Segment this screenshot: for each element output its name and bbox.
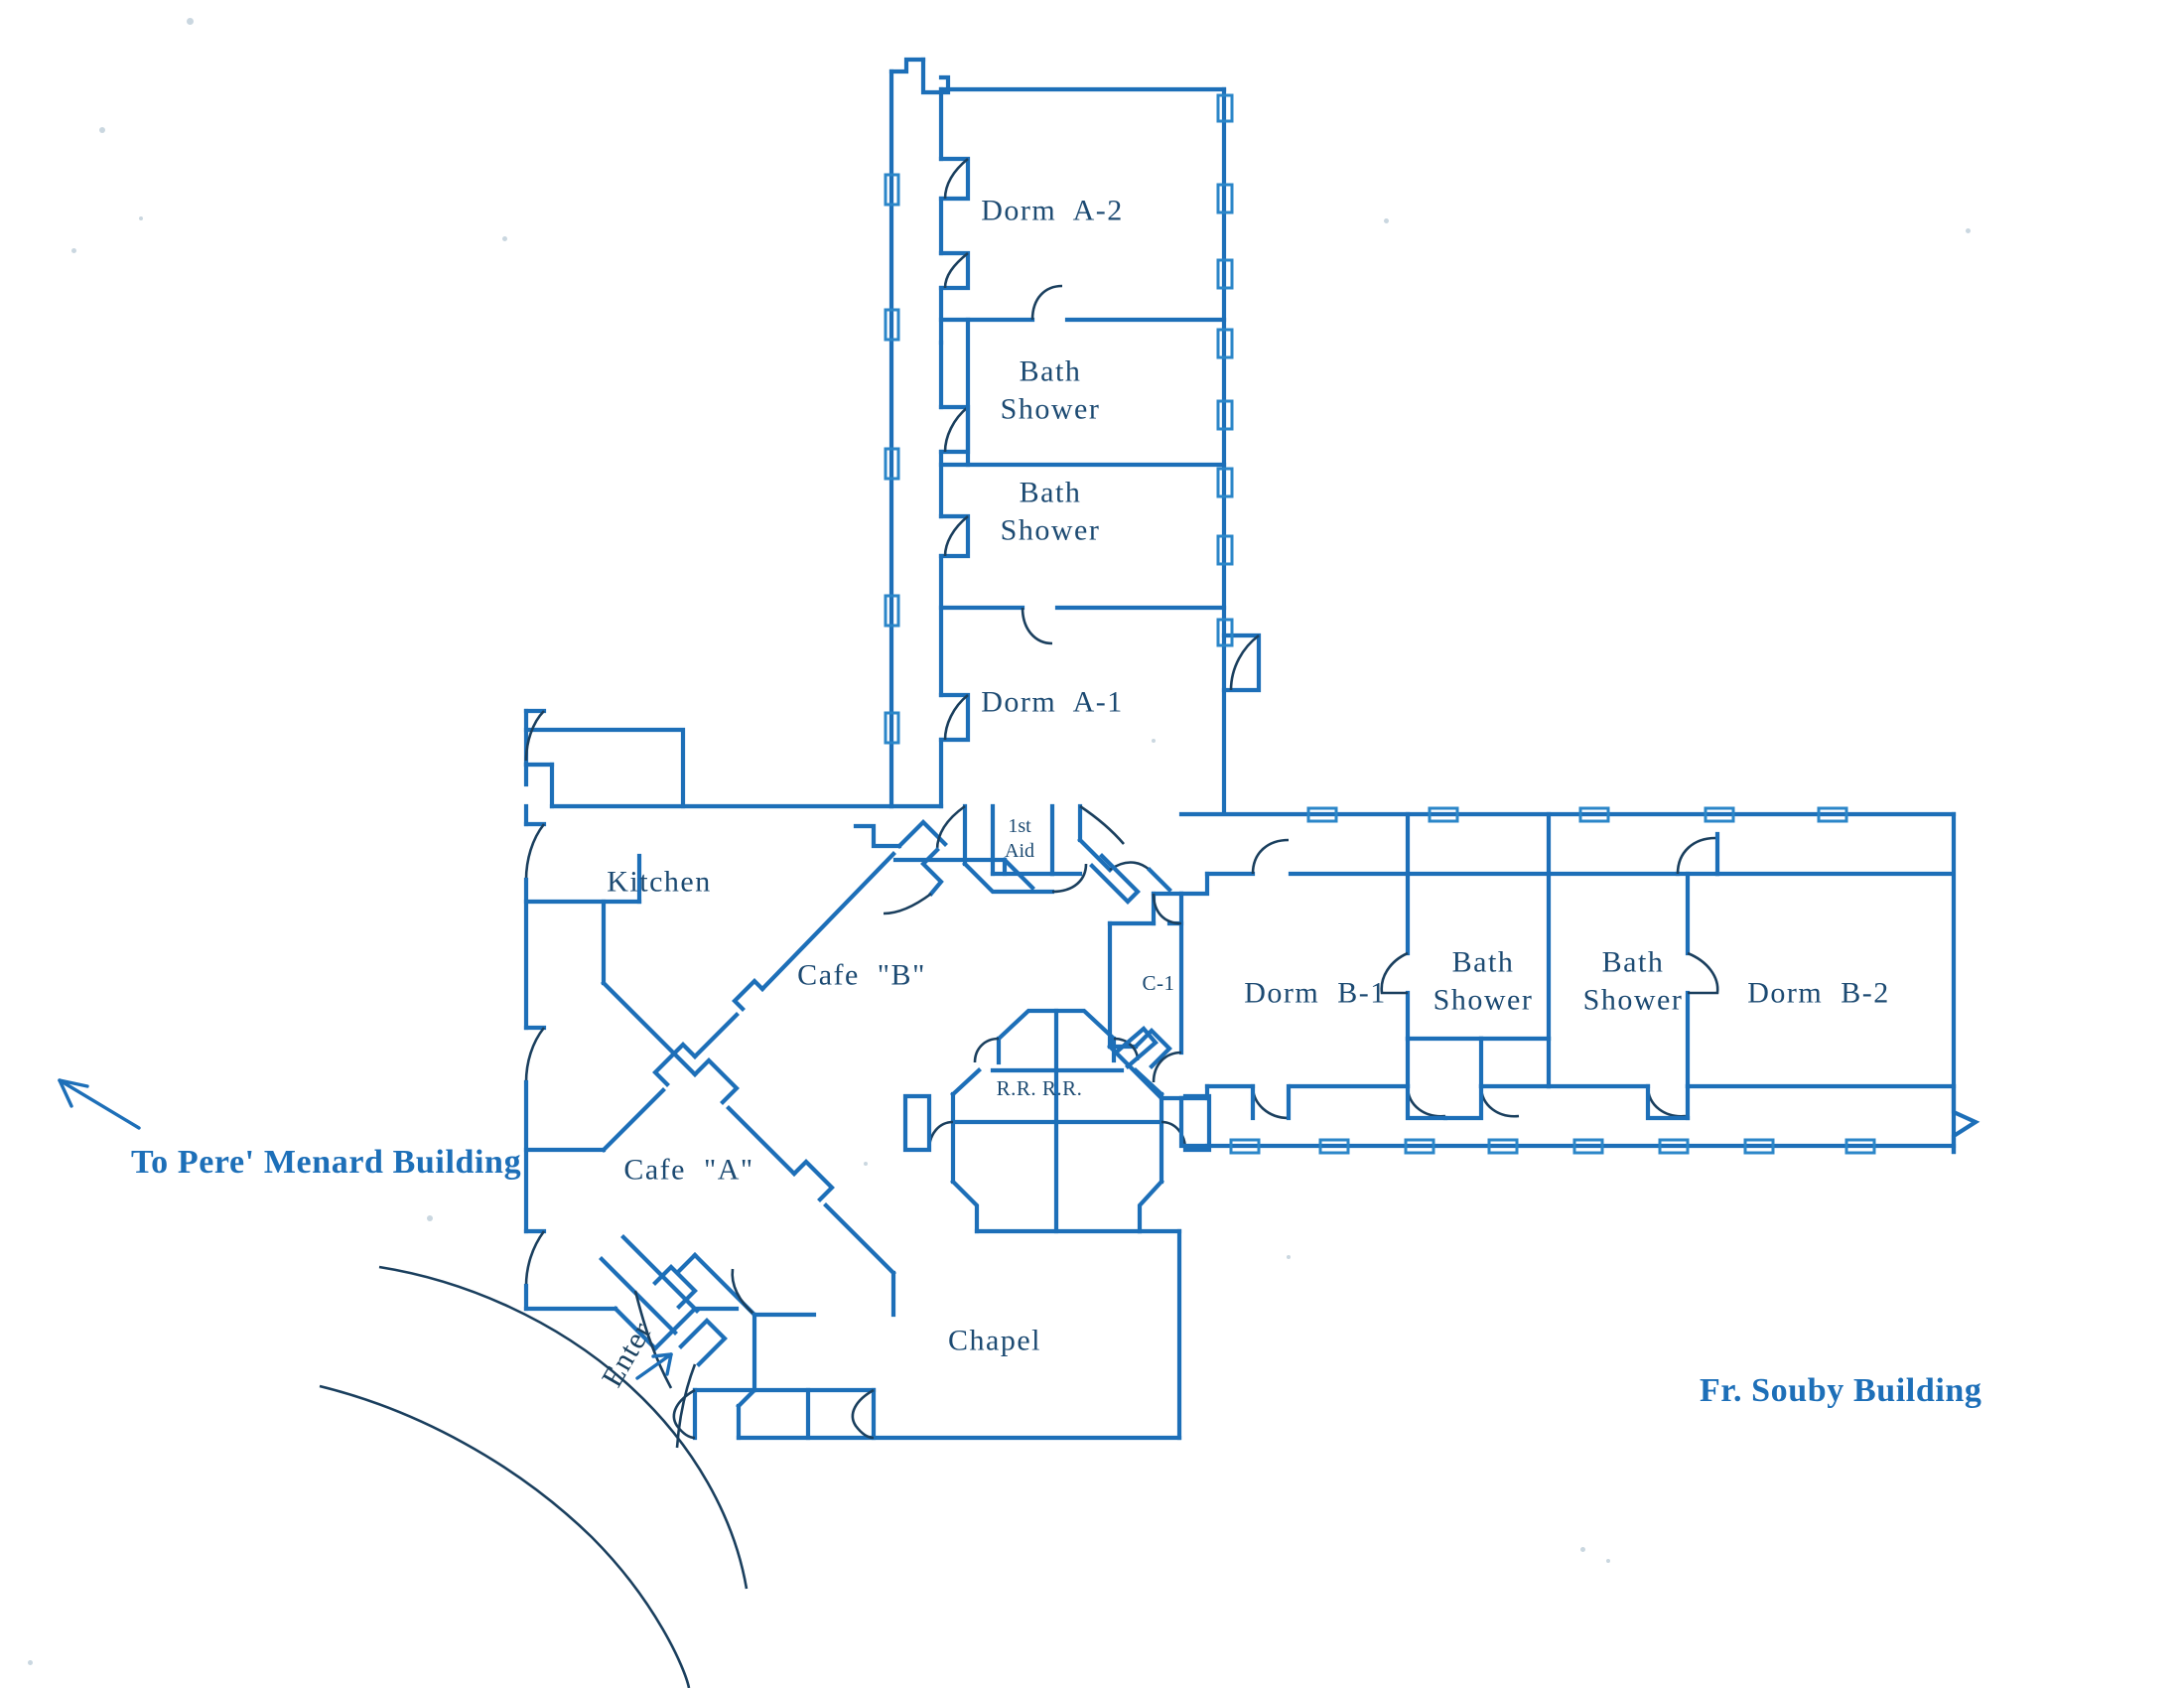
enter-arrow-icon bbox=[635, 1352, 673, 1380]
east-wing-windows bbox=[1229, 806, 1876, 1155]
north-wing-windows bbox=[884, 93, 1234, 745]
site-driveway-curves bbox=[319, 1265, 749, 1688]
east-wing-walls bbox=[1178, 811, 1980, 1155]
north-wing-walls bbox=[888, 57, 1262, 815]
scan-speck bbox=[1152, 739, 1156, 743]
west-wing-walls bbox=[523, 708, 894, 1312]
scan-speck bbox=[1966, 228, 1971, 233]
scan-speck bbox=[1606, 1559, 1610, 1563]
scan-speck bbox=[1580, 1547, 1585, 1552]
to-pere-menard-arrow bbox=[58, 1078, 141, 1130]
scan-speck bbox=[502, 236, 507, 241]
fr-souby-building-label: Fr. Souby Building bbox=[1700, 1372, 1982, 1409]
scan-speck bbox=[99, 127, 105, 133]
to-pere-menard-building-label: To Pere' Menard Building bbox=[131, 1144, 522, 1181]
scan-speck bbox=[1384, 218, 1389, 223]
scan-speck bbox=[28, 1660, 33, 1665]
scan-speck bbox=[187, 18, 194, 25]
scan-speck bbox=[71, 248, 76, 253]
cafe-diagonal-walls bbox=[523, 819, 1008, 1367]
scan-speck bbox=[1287, 1255, 1291, 1259]
chapel-walls bbox=[672, 1228, 1182, 1441]
scan-speck bbox=[864, 1162, 868, 1166]
central-hub-walls bbox=[883, 803, 1212, 1234]
scan-speck bbox=[427, 1215, 433, 1221]
scan-speck bbox=[139, 216, 143, 220]
